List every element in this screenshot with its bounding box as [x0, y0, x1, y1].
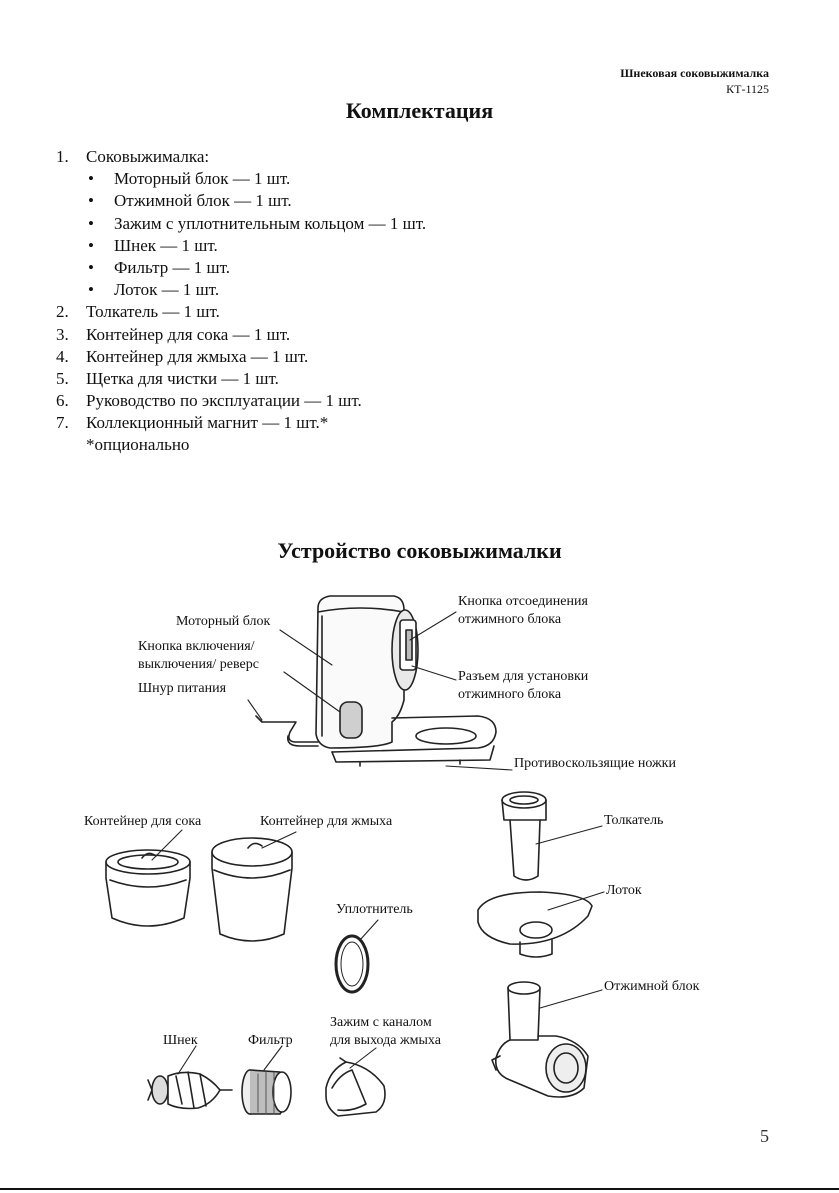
bullet-icon: •: [88, 235, 94, 255]
pulp-container-drawing: [211, 837, 293, 942]
list-item: • Моторный блок — 1 шт.: [56, 168, 656, 190]
label-juice-container: Контейнер для сока: [84, 814, 202, 829]
bullet-icon: •: [88, 169, 94, 189]
filter-drawing: [241, 1069, 292, 1115]
list-item: 6. Руководство по эксплуатации — 1 шт.: [56, 390, 656, 412]
label-pusher: Толкатель: [604, 813, 664, 828]
list-text: Шнек — 1 шт.: [114, 235, 218, 255]
list-number: 5.: [56, 368, 69, 388]
list-item: • Зажим с уплотнительным кольцом — 1 шт.: [56, 213, 656, 235]
label-clamp-line2: для выхода жмыха: [330, 1033, 441, 1048]
list-number: 2.: [56, 302, 69, 322]
label-auger: Шнек: [163, 1033, 198, 1048]
list-text: Руководство по эксплуатации — 1 шт.: [86, 391, 362, 411]
label-filter: Фильтр: [248, 1033, 293, 1048]
list-text: Лоток — 1 шт.: [114, 280, 220, 300]
device-section-title: Устройство соковыжималки: [277, 538, 562, 563]
list-text: Фильтр — 1 шт.: [114, 257, 230, 277]
document-brand-header: Шнековая соковыжималка: [620, 66, 769, 80]
label-tray: Лоток: [606, 883, 642, 898]
list-item: 1. Соковыжималка:: [56, 146, 656, 168]
list-item: • Отжимной блок — 1 шт.: [56, 190, 656, 212]
label-power-cord: Шнур питания: [138, 681, 227, 696]
clamp-drawing: [325, 1057, 386, 1117]
auger-drawing: [147, 1071, 233, 1110]
label-release-button-line1: Кнопка отсоединения: [458, 594, 588, 609]
bullet-icon: •: [88, 213, 94, 233]
label-pulp-container: Контейнер для жмыха: [260, 814, 393, 829]
squeeze-block-drawing: [491, 981, 589, 1098]
list-number: 6.: [56, 391, 69, 411]
list-number: 1.: [56, 147, 69, 166]
list-text: Контейнер для жмыха — 1 шт.: [86, 346, 309, 366]
pusher-drawing: [501, 791, 547, 881]
list-number: 3.: [56, 324, 69, 344]
list-number: 7.: [56, 413, 69, 433]
list-footnote: *опционально: [56, 434, 656, 456]
seal-drawing: [334, 934, 370, 994]
list-text: Толкатель — 1 шт.: [86, 302, 220, 322]
page-number: 5: [760, 1126, 769, 1146]
label-squeeze-block: Отжимной блок: [604, 979, 700, 994]
bullet-icon: •: [88, 280, 94, 300]
list-text: Соковыжималка:: [86, 147, 210, 166]
list-text: Щетка для чистки — 1 шт.: [86, 368, 279, 388]
label-release-button-line2: отжимного блока: [458, 612, 562, 627]
label-clamp-line1: Зажим с каналом: [330, 1015, 432, 1030]
bullet-icon: •: [88, 191, 94, 211]
bullet-icon: •: [88, 257, 94, 277]
list-text: Моторный блок — 1 шт.: [114, 169, 291, 189]
list-item: 4. Контейнер для жмыха — 1 шт.: [56, 346, 656, 368]
list-text: Коллекционный магнит — 1 шт.*: [86, 413, 329, 433]
list-item: • Фильтр — 1 шт.: [56, 257, 656, 279]
list-item: • Шнек — 1 шт.: [56, 235, 656, 257]
label-power-button-line1: Кнопка включения/: [138, 639, 255, 654]
list-number: 4.: [56, 346, 69, 366]
label-seal: Уплотнитель: [336, 902, 413, 917]
list-item: • Лоток — 1 шт.: [56, 279, 656, 301]
label-socket-line1: Разъем для установки: [458, 669, 589, 684]
list-item: 2. Толкатель — 1 шт.: [56, 301, 656, 323]
list-text: *опционально: [86, 435, 190, 455]
juice-container-drawing: [105, 849, 191, 927]
list-text: Контейнер для сока — 1 шт.: [86, 324, 291, 344]
label-feet: Противоскользящие ножки: [514, 756, 676, 771]
list-text: Зажим с уплотнительным кольцом — 1 шт.: [114, 213, 427, 233]
document-model-header: КТ-1125: [726, 82, 769, 96]
kit-section-title: Комплектация: [345, 98, 494, 123]
list-item: 3. Контейнер для сока — 1 шт.: [56, 324, 656, 346]
label-motor-block: Моторный блок: [176, 614, 271, 629]
list-item: 7. Коллекционный магнит — 1 шт.*: [56, 412, 656, 434]
footer-divider: [0, 1188, 839, 1190]
kit-list: 1.Соковыжималка: •Моторный блок — 1 шт. …: [56, 146, 656, 457]
list-item: 5. Щетка для чистки — 1 шт.: [56, 368, 656, 390]
list-text: Отжимной блок — 1 шт.: [114, 191, 292, 211]
label-power-button-line2: выключения/ реверс: [138, 657, 259, 672]
label-socket-line2: отжимного блока: [458, 687, 562, 702]
